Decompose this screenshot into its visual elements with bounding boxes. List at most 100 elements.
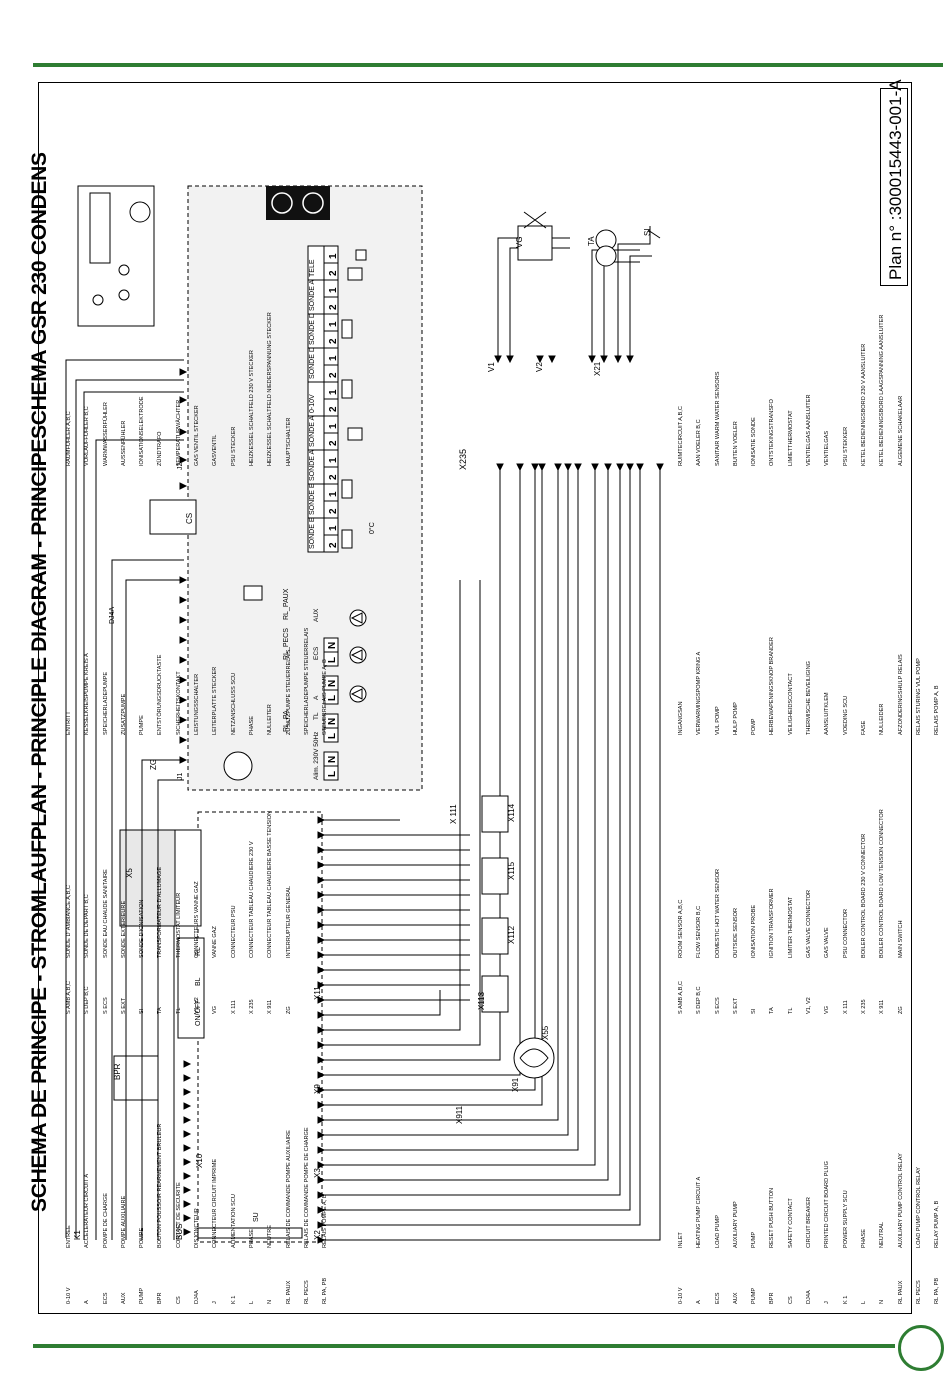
legend-row: S EXTOUTSIDE SENSOR: [727, 809, 745, 1014]
x235-pin: [564, 463, 572, 472]
legend-row: WARMWASSERFÜHLER: [97, 312, 115, 466]
pump-label: TL: [313, 712, 320, 720]
legend-row: S EXTSONDE EXTERIEURE: [115, 811, 133, 1014]
sensor-x113: [481, 975, 509, 1013]
x-connector-pin: [317, 1071, 326, 1079]
x-connector-pin-left: [183, 1214, 192, 1222]
legend-desc: POMP: [751, 718, 758, 735]
legend-desc: VERWARMINGSPOMP KRING A: [696, 651, 703, 735]
legend-row: CSCONTACT DE SECURITE: [170, 1124, 188, 1304]
legend-row: ENTRITT: [60, 628, 78, 735]
legend-desc: SONDE EAU CHAUDE SANITAIRE: [102, 869, 109, 958]
legend-code: DJ4A: [806, 1290, 813, 1304]
sonde-block-label: 0-10V: [309, 394, 316, 413]
legend-desc: INTERRUPTEUR GENERAL: [285, 885, 292, 958]
sensors-x11x: [481, 795, 509, 1013]
j1-pin: [179, 616, 188, 624]
legend-row: SANITAIR WARM WATER SENSORS: [709, 315, 727, 466]
legend-row: VOEDING SCU: [837, 637, 855, 735]
legend-desc: VANNE GAZ: [212, 926, 219, 958]
legend-row: HERBEWAPENINGSKNOP BRANDER: [763, 637, 781, 735]
legend-desc: PSU CONNECTOR: [842, 908, 849, 958]
legend-row: V1, V2GAS VALVE CONNECTOR: [800, 809, 818, 1014]
legend-desc: VORLAUFFÜHLER B,C: [84, 406, 91, 466]
x-connector-pin-left: [183, 1116, 192, 1124]
label-vg: VG: [515, 236, 524, 248]
x-connector-pin-left: [183, 1130, 192, 1138]
label-x115: X115: [507, 861, 516, 880]
sonde-pin-box: [323, 466, 339, 485]
legend-desc: ONTSTEKINGSTRANSFO: [769, 399, 776, 466]
legend-row: BPRRESET PUSH BUTTON: [763, 1153, 781, 1304]
legend-row: IONISATIE SONDE: [745, 315, 763, 466]
sonde-block-label: TELE: [309, 259, 316, 277]
x235-connector-row: [496, 463, 664, 472]
pump-symbols: [349, 609, 367, 703]
legend-row: NETZANSCHLUSS SCU: [225, 628, 243, 735]
legend-row: ENTSTÖRUNGSDRUCKTASTE: [151, 628, 169, 735]
x235-pin: [574, 463, 582, 472]
legend-code: 0-10 V: [66, 1287, 72, 1304]
x-connector-pin: [317, 951, 326, 959]
x235-pin: [616, 463, 624, 472]
x-connector-pin: [317, 846, 326, 854]
legend-row: VORLAUFFÜHLER B,C: [78, 312, 96, 466]
sonde-pin-box: [323, 330, 339, 349]
relay-block-top: [174, 829, 202, 927]
legend-code: X 235: [860, 999, 867, 1014]
legend-row: KESSELKREISPUMPE KREIS A: [78, 628, 96, 735]
sonde-pin-box: [323, 534, 339, 553]
x-connector-pin: [317, 876, 326, 884]
legend-desc: LIMIETTHERMOSTAT: [787, 410, 794, 466]
display-knob: [129, 201, 151, 223]
legend-desc: IONISATIONSELEKTRODE: [139, 396, 146, 466]
legend-desc: ZÜNDTRAFO: [157, 431, 164, 467]
j1-pin: [179, 756, 188, 764]
x-connector-pin-left: [183, 1228, 192, 1236]
legend-code: L: [248, 1300, 255, 1304]
pump-pin-letter: N: [327, 756, 338, 763]
legend-code: S AMB A,B,C: [66, 981, 72, 1014]
legend-desc: SANITAIR WARM WATER SENSORS: [714, 371, 721, 466]
sonde-block-label: SONDE AMB B: [309, 398, 316, 447]
sonde-pin-number: 2: [328, 372, 339, 378]
x-connector-pin: [317, 1236, 326, 1244]
legend-desc: OUTSIDE SENSOR: [732, 907, 739, 958]
sonde-pin-number: 2: [328, 508, 339, 514]
legend-code: A: [84, 1300, 91, 1304]
legend-code: RL PAUX: [897, 1280, 904, 1304]
label-zg: ZG: [149, 759, 158, 770]
legend-row: RL PECSLOAD PUMP CONTROL RELAY: [910, 1153, 928, 1304]
legend-desc: THERMISCHE BEVEILIGING: [806, 661, 813, 735]
label-rl-pecs: RL_PECS: [283, 628, 290, 660]
legend-desc: POWER SUPPLY SCU: [842, 1190, 849, 1248]
label-x112: X112: [507, 925, 516, 944]
legend-code: S DEP B,C: [84, 986, 91, 1014]
bottom-green-rule: [33, 1344, 895, 1348]
legend-row: S ECSSONDE EAU CHAUDE SANITAIRE: [97, 811, 115, 1014]
legend-row: RL PECSRELAIS DE COMMANDE POMPE DE CHARG…: [298, 1124, 316, 1304]
legend-desc: VUL POMP: [714, 706, 721, 735]
j1-pin: [179, 596, 188, 604]
legend-row: ZGMAIN SWITCH: [892, 809, 910, 1014]
sonde-pin-number: 2: [328, 440, 339, 446]
legend-desc: PSU STEKKER: [842, 426, 849, 466]
legend-desc: DOMESTIC HOT WATER SENSOR: [714, 868, 721, 958]
legend-desc: CONNECTEUR PSU: [230, 905, 237, 958]
legend-row: AANSLUITKLEM: [818, 637, 836, 735]
legend-desc: ENTREE: [66, 1225, 72, 1248]
transformer-symbol: [223, 751, 253, 781]
legend-desc: BOILER CONTROL BOARD LOW TENSION CONNECT…: [879, 809, 886, 958]
su-bar: [197, 1227, 303, 1239]
x235-pin: [538, 463, 546, 472]
x-connector-pin: [317, 1146, 326, 1154]
sensor-x112: [481, 917, 509, 955]
legend-desc: CONNECTEUR CIRCUIT IMPRIME: [212, 1158, 219, 1248]
x-connector-pin: [317, 1101, 326, 1109]
legend-row: RUIMTECIRCUIT A,B,C: [672, 315, 690, 466]
j1-pin: [179, 396, 188, 404]
pump-pin-letter: L: [327, 695, 338, 701]
label-x10: X10: [195, 1153, 204, 1168]
